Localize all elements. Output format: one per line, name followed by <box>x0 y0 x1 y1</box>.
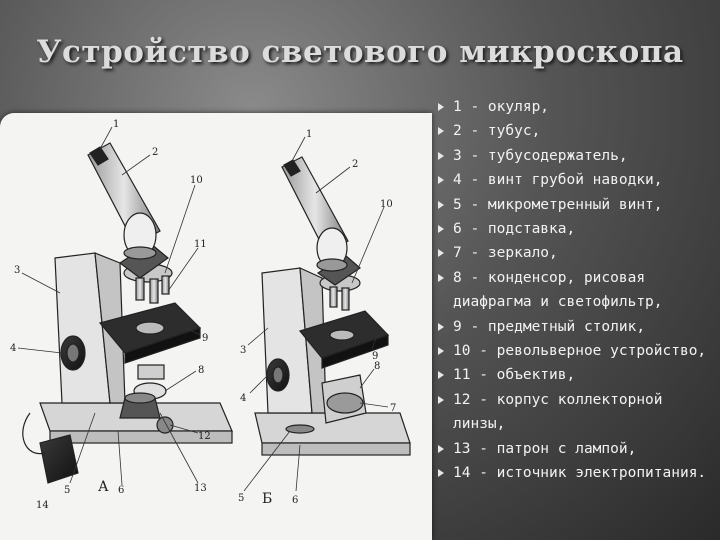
legend-item: 1 - окуляр, <box>437 95 720 119</box>
callout-b-8: 8 <box>374 361 380 372</box>
legend-item-text: 13 - патрон с лампой, <box>453 440 637 457</box>
bullet-arrow-icon <box>438 395 444 404</box>
callout-a-8: 8 <box>198 365 204 376</box>
legend-item-text: 6 - подставка, <box>453 221 576 238</box>
bullet-arrow-icon <box>438 469 444 478</box>
callout-a-12: 12 <box>198 431 211 442</box>
bullet-arrow-icon <box>438 322 444 331</box>
legend-item: 8 - конденсор, рисовая диафрагма и свето… <box>437 266 720 315</box>
legend-item-text: 3 - тубусодержатель, <box>453 147 628 164</box>
bullet-arrow-icon <box>438 151 444 160</box>
callout-a-3: 3 <box>14 265 20 276</box>
callout-a-4: 4 <box>10 343 16 354</box>
legend-item-text: 7 - зеркало, <box>453 245 558 262</box>
legend-item-text: 12 - корпус коллекторной линзы, <box>453 391 663 433</box>
legend-item-text: 8 - конденсор, рисовая диафрагма и свето… <box>453 269 663 311</box>
callout-b-9: 9 <box>372 351 378 362</box>
slide-title: Устройство светового микроскопа <box>36 34 684 70</box>
legend-item: 3 - тубусодержатель, <box>437 144 720 168</box>
legend-item-text: 4 - винт грубой наводки, <box>453 172 663 189</box>
legend-item: 9 - предметный столик, <box>437 315 720 339</box>
legend-item: 5 - микрометренный винт, <box>437 193 720 217</box>
bullet-arrow-icon <box>438 200 444 209</box>
letter-b: Б <box>262 491 272 507</box>
callout-a-2: 2 <box>152 147 158 158</box>
callout-a-14: 14 <box>36 500 49 511</box>
callout-b-5: 5 <box>238 493 244 504</box>
bullet-arrow-icon <box>438 103 444 111</box>
legend-item: 6 - подставка, <box>437 217 720 241</box>
legend-item-text: 11 - объектив, <box>453 367 576 384</box>
callout-a-5: 5 <box>64 485 70 496</box>
legend-item-text: 1 - окуляр, <box>453 99 550 115</box>
bullet-arrow-icon <box>438 273 444 282</box>
bullet-arrow-icon <box>438 444 444 453</box>
legend-item-text: 10 - револьверное устройство, <box>453 343 707 360</box>
legend-item: 14 - источник электропитания. <box>437 461 720 485</box>
bullet-arrow-icon <box>438 176 444 185</box>
bullet-arrow-icon <box>438 225 444 234</box>
legend-item-text: 2 - тубус, <box>453 123 541 140</box>
callout-a-10: 10 <box>190 175 203 186</box>
callout-a-11: 11 <box>194 239 207 250</box>
callout-a-13: 13 <box>194 483 207 494</box>
callout-b-7: 7 <box>390 403 396 414</box>
callout-b-2: 2 <box>352 159 358 170</box>
parts-legend: 1 - окуляр, 2 - тубус, 3 - тубусодержате… <box>437 95 720 486</box>
bullet-arrow-icon <box>438 249 444 258</box>
microscope-drawings: 1 2 10 11 3 4 9 8 5 6 12 13 14 А <box>10 119 411 511</box>
legend-item: 4 - винт грубой наводки, <box>437 168 720 192</box>
bullet-arrow-icon <box>438 347 444 356</box>
microscope-illustration: 1 2 10 11 3 4 9 8 5 6 12 13 14 А <box>0 113 432 540</box>
legend-item: 10 - револьверное устройство, <box>437 339 720 363</box>
legend-item: 7 - зеркало, <box>437 241 720 265</box>
letter-a: А <box>98 479 109 495</box>
legend-item: 12 - корпус коллекторной линзы, <box>437 388 720 437</box>
legend-item-text: 14 - источник электропитания. <box>453 465 707 482</box>
callout-b-4: 4 <box>240 393 246 404</box>
callout-b-6: 6 <box>292 495 298 506</box>
callout-b-3: 3 <box>240 345 246 356</box>
legend-item: 2 - тубус, <box>437 119 720 143</box>
callout-a-6: 6 <box>118 485 124 496</box>
legend-item: 13 - патрон с лампой, <box>437 437 720 461</box>
bullet-arrow-icon <box>438 371 444 380</box>
microscope-b <box>254 156 411 456</box>
callout-a-9: 9 <box>202 333 208 344</box>
legend-item-text: 9 - предметный столик, <box>453 318 646 335</box>
legend-item: 11 - объектив, <box>437 363 720 387</box>
callout-a-1: 1 <box>113 119 119 130</box>
callout-b-1: 1 <box>306 129 312 140</box>
legend-item-text: 5 - микрометренный винт, <box>453 196 663 213</box>
bullet-arrow-icon <box>438 127 444 136</box>
callout-b-10: 10 <box>380 199 393 210</box>
